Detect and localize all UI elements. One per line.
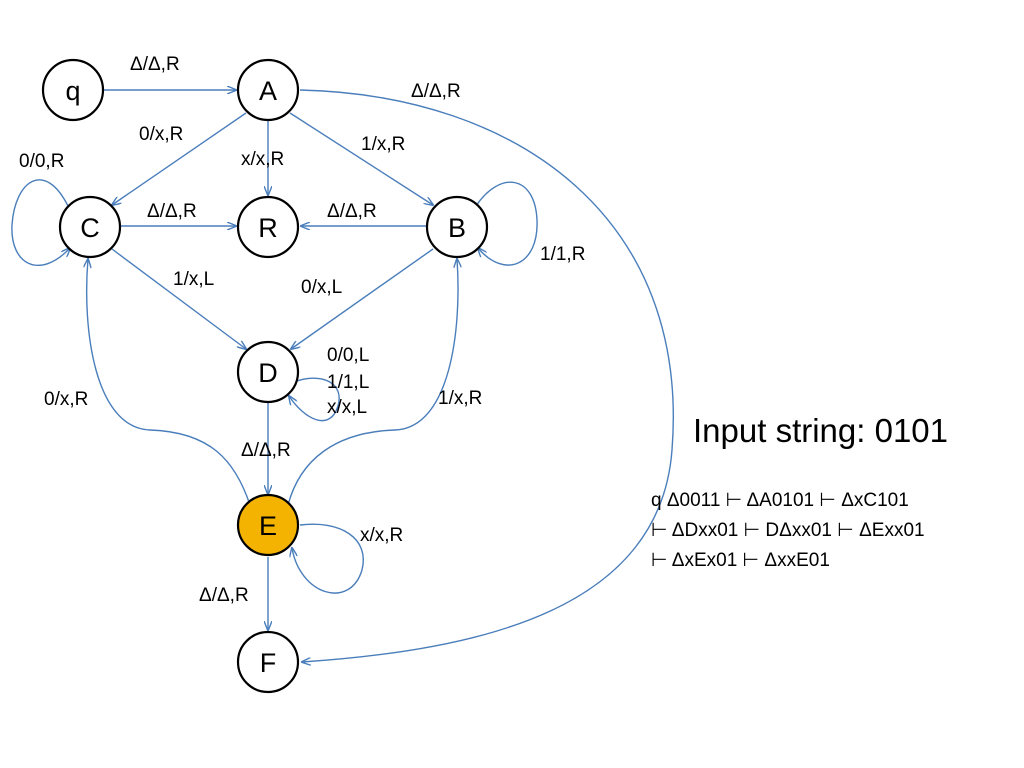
label-E-F: Δ/Δ,R <box>199 585 249 606</box>
edge-E-B <box>287 259 458 506</box>
edge-B-loop <box>475 181 538 266</box>
edge-B-D <box>291 248 434 349</box>
state-E-label: E <box>259 511 277 541</box>
state-F-label: F <box>260 648 277 678</box>
state-F: F <box>236 630 300 694</box>
trace-line-3: ⊢ ΔxEx01 ⊢ ΔxxE01 <box>651 550 830 571</box>
label-D-loop-3: x/x,L <box>327 397 367 418</box>
edge-E-loop <box>292 523 364 594</box>
edge-A-F <box>299 89 674 662</box>
label-A-C: 0/x,R <box>139 124 183 145</box>
state-q: q <box>41 58 105 122</box>
state-B: B <box>425 195 489 259</box>
trace-line-1: q Δ0011 ⊢ ΔA0101 ⊢ ΔxC101 <box>651 490 909 511</box>
state-C: C <box>58 195 122 259</box>
edge-C-D <box>111 248 246 349</box>
state-F-circle <box>236 630 300 694</box>
state-A: A <box>236 58 300 122</box>
label-q-A: Δ/Δ,R <box>130 54 180 75</box>
state-D-label: D <box>258 358 278 388</box>
states: q A C R B D E F <box>41 58 489 694</box>
state-C-circle <box>58 195 122 259</box>
label-E-B: 1/x,R <box>438 388 482 409</box>
state-R-label: R <box>258 213 278 243</box>
edge-E-C <box>87 259 251 506</box>
label-A-B: 1/x,R <box>361 134 405 155</box>
state-q-circle <box>41 58 105 122</box>
input-string-title: Input string: 0101 <box>693 412 949 449</box>
edge-C-loop <box>11 179 70 267</box>
state-B-circle <box>425 195 489 259</box>
state-A-label: A <box>259 76 277 106</box>
state-A-circle <box>236 58 300 122</box>
label-D-loop-1: 0/0,L <box>327 345 369 366</box>
state-D: D <box>236 340 300 404</box>
label-C-R: Δ/Δ,R <box>147 201 197 222</box>
state-R-circle <box>236 195 300 259</box>
label-C-loop: 0/0,R <box>19 151 64 172</box>
label-E-C: 0/x,R <box>44 389 88 410</box>
edge-A-B <box>289 112 433 205</box>
state-E: E <box>236 493 300 557</box>
transitions <box>11 89 674 662</box>
label-E-loop: x/x,R <box>360 525 403 546</box>
state-D-circle <box>236 340 300 404</box>
state-C-label: C <box>80 213 100 243</box>
state-R: R <box>236 195 300 259</box>
label-D-E: Δ/Δ,R <box>241 440 291 461</box>
label-A-R: x/x,R <box>241 149 284 170</box>
label-A-F: Δ/Δ,R <box>411 81 461 102</box>
transition-labels: Δ/Δ,R Δ/Δ,R 0/x,R x/x,R 1/x,R 0/0,R Δ/Δ,… <box>19 54 585 606</box>
edge-D-loop <box>289 377 340 422</box>
state-E-circle <box>236 493 300 557</box>
label-C-D: 1/x,L <box>173 269 214 290</box>
label-B-loop: 1/1,R <box>540 244 585 265</box>
label-D-loop-2: 1/1,L <box>327 372 369 393</box>
edge-A-C <box>112 112 247 205</box>
state-q-label: q <box>65 76 80 106</box>
state-B-label: B <box>448 213 466 243</box>
trace-line-2: ⊢ ΔDxx01 ⊢ DΔxx01 ⊢ ΔExx01 <box>651 520 925 541</box>
label-B-D: 0/x,L <box>301 277 342 298</box>
label-B-R: Δ/Δ,R <box>327 201 377 222</box>
